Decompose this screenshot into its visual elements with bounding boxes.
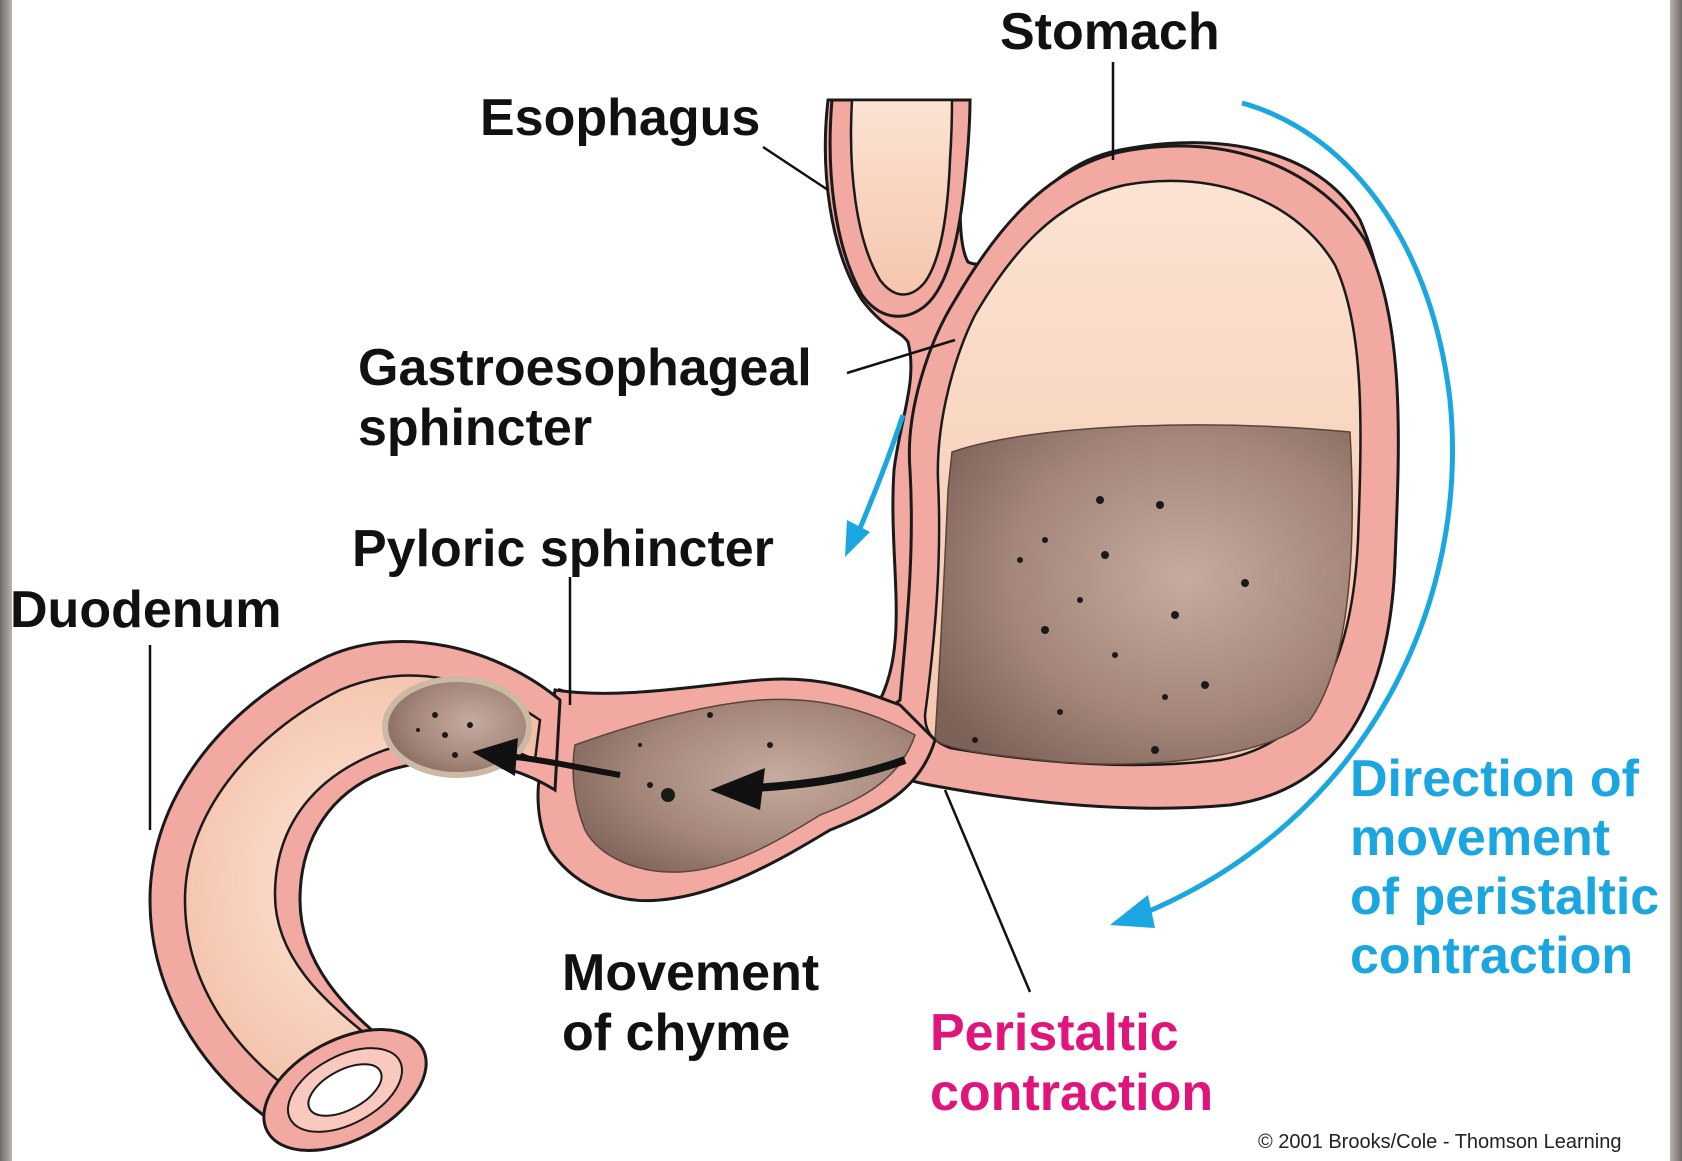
label-movement-of-chyme-2: of chyme [562,1003,790,1063]
stomach-chyme [935,425,1352,764]
label-peristaltic-contraction-2: contraction [930,1063,1213,1123]
label-pyloric-sphincter: Pyloric sphincter [352,519,774,579]
copyright-notice: © 2001 Brooks/Cole - Thomson Learning [1258,1131,1621,1154]
label-duodenum: Duodenum [10,580,282,640]
label-peristaltic-contraction-1: Peristaltic [930,1003,1179,1063]
label-esophagus: Esophagus [480,88,760,148]
label-gastroesophageal: Gastroesophageal [358,338,812,398]
label-direction-2: movement [1350,809,1610,868]
label-direction-4: contraction [1350,927,1633,986]
label-gastroesophageal-sphincter: sphincter [358,398,592,458]
label-movement-of-chyme-1: Movement [562,943,819,1003]
label-stomach: Stomach [1000,2,1220,62]
label-direction-1: Direction of [1350,750,1639,809]
label-direction-3: of peristaltic [1350,868,1659,927]
